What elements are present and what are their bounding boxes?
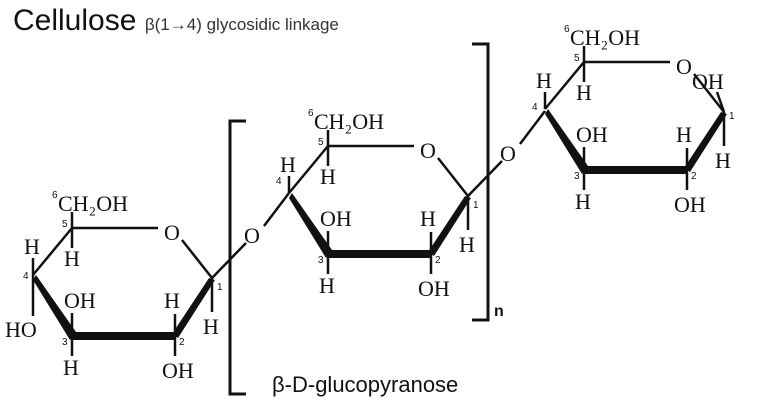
c3-oh: OH: [320, 206, 352, 231]
glycosidic-linkage-1: O: [211, 192, 290, 279]
glycosidic-oxygen: O: [244, 223, 260, 248]
c5-h: H: [576, 80, 592, 105]
c2-oh: OH: [418, 276, 450, 301]
diagram-title: Cellulose β(1→4) glycosidic linkage: [13, 4, 339, 38]
carbon-4-number: 4: [276, 176, 282, 187]
ch2oh-label: CH₂OH: [58, 191, 128, 216]
c3-h: H: [63, 355, 79, 380]
c3-h: H: [319, 273, 335, 298]
repeat-unit-label: β-D-glucopyranose: [272, 372, 458, 397]
c2-h: H: [420, 206, 436, 231]
c4-h: H: [536, 68, 552, 93]
glucose-ring-3: 6 CH₂OH O 5 H H 4 OH OH H H 1 3 2 H OH: [532, 24, 735, 217]
carbon-3-number: 3: [318, 255, 324, 266]
c3-oh: OH: [64, 288, 96, 313]
carbon-5-number: 5: [62, 219, 68, 230]
ring-oxygen: O: [420, 138, 436, 163]
carbon-6-number: 6: [308, 108, 314, 119]
carbon-1-number: 1: [217, 282, 223, 293]
c3-oh: OH: [576, 122, 608, 147]
carbon-4-number: 4: [532, 102, 538, 113]
c1-h: H: [715, 148, 731, 173]
title-text: Cellulose: [13, 4, 137, 37]
ring-bonds: [287, 130, 471, 274]
c3-h: H: [575, 189, 591, 214]
ring-bonds: [31, 212, 215, 356]
ring-bonds: [543, 46, 727, 190]
c1-oh: OH: [692, 69, 724, 94]
carbon-1-number: 1: [729, 111, 735, 122]
ring-oxygen: O: [676, 54, 692, 79]
ring-oxygen: O: [164, 220, 180, 245]
carbon-2-number: 2: [435, 255, 441, 266]
carbon-2-number: 2: [691, 171, 697, 182]
carbon-3-number: 3: [62, 337, 68, 348]
c5-h: H: [320, 164, 336, 189]
carbon-1-number: 1: [473, 200, 479, 211]
glycosidic-oxygen: O: [500, 141, 516, 166]
carbon-4-number: 4: [23, 271, 29, 282]
c4-h: H: [280, 152, 296, 177]
c4-ho: HO: [5, 317, 37, 342]
ch2oh-label: CH₂OH: [570, 25, 640, 50]
repeat-count: n: [494, 303, 504, 320]
glucose-ring-1: 6 CH₂OH O 5 H H 4 HO OH H H 1 3 2 H OH: [5, 190, 223, 383]
c2-h: H: [164, 288, 180, 313]
c2-oh: OH: [162, 358, 194, 383]
c1-h: H: [203, 314, 219, 339]
carbon-6-number: 6: [564, 24, 570, 35]
carbon-6-number: 6: [52, 190, 58, 201]
ch2oh-label: CH₂OH: [314, 109, 384, 134]
carbon-2-number: 2: [179, 337, 185, 348]
c5-h: H: [64, 246, 80, 271]
carbon-5-number: 5: [318, 137, 324, 148]
glucose-ring-2: 6 CH₂OH O 5 H H 4 OH H H 1 3 2 H OH: [276, 108, 479, 301]
left-bracket: [228, 119, 246, 396]
right-bracket: [472, 42, 490, 322]
c4-h: H: [24, 234, 40, 259]
subtitle-text: β(1→4) glycosidic linkage: [144, 15, 339, 34]
c2-oh: OH: [674, 192, 706, 217]
glycosidic-linkage-2: O: [467, 110, 546, 197]
carbon-3-number: 3: [574, 171, 580, 182]
c1-h: H: [459, 232, 475, 257]
c2-h: H: [676, 122, 692, 147]
carbon-5-number: 5: [574, 53, 580, 64]
